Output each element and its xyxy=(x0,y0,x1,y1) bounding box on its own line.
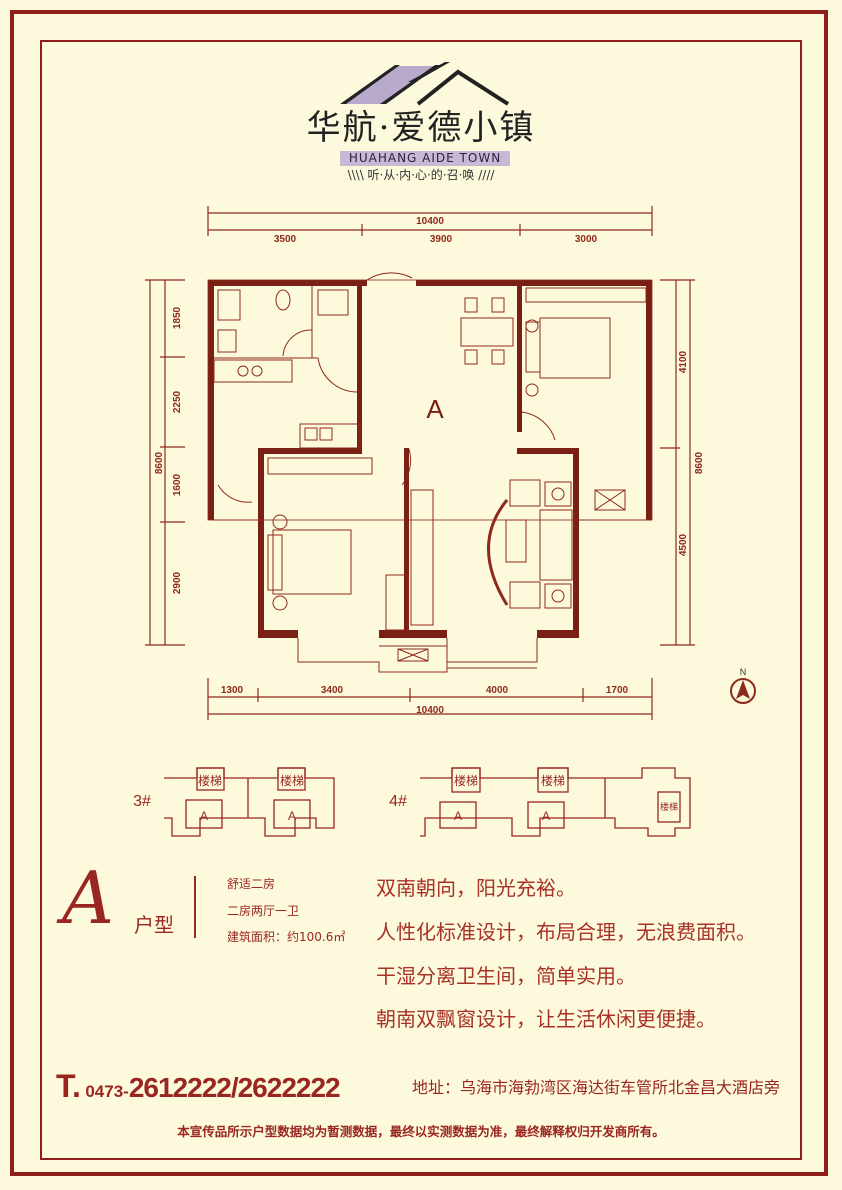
key-plans: 3# 楼梯 楼梯 A A 4# 楼梯 楼梯 楼梯 A A xyxy=(133,767,691,837)
key-stair-label: 楼梯 xyxy=(660,801,678,812)
walls xyxy=(208,280,652,638)
logo-name-en: HUAHANG AIDE TOWN xyxy=(340,151,510,166)
dim-bottom-1: 1300 xyxy=(221,685,244,696)
logo-roof-icon xyxy=(340,62,510,106)
north-label: N xyxy=(740,667,747,677)
feature-item: 双南朝向，阳光充裕。 xyxy=(376,876,576,900)
disclaimer: 本宣传品所示户型数据均为暂测数据，最终以实测数据为准，最终解释权归开发商所有。 xyxy=(177,1124,665,1139)
phone-area-code: 0473- xyxy=(85,1082,129,1101)
dim-top-1: 3500 xyxy=(274,234,297,245)
feature-item: 人性化标准设计，布局合理，无浪费面积。 xyxy=(376,920,756,944)
dim-left-4: 2900 xyxy=(172,571,183,594)
spec-item: 舒适二房 xyxy=(227,877,276,891)
key-stair-label: 楼梯 xyxy=(454,773,478,788)
logo-name-cn: 华航·爱德小镇 xyxy=(306,108,536,148)
dim-bottom-3: 4000 xyxy=(486,685,509,696)
key-unit-label: A xyxy=(542,809,550,823)
dim-bottom-4: 1700 xyxy=(606,685,629,696)
dim-top-2: 3900 xyxy=(430,234,453,245)
building-3-label: 3# xyxy=(133,793,151,810)
dim-top-total: 10400 xyxy=(416,216,444,227)
dim-left-total: 8600 xyxy=(154,451,165,474)
north-arrow-icon: N xyxy=(730,667,756,704)
floor-plan: 10400 3500 3900 3000 1300 3400 4000 1700… xyxy=(145,206,756,720)
dim-bottom-2: 3400 xyxy=(321,685,344,696)
key-unit-label: A xyxy=(200,809,208,823)
inner-border xyxy=(40,40,802,1160)
phone-line: T. 0473-2612222/2622222 xyxy=(56,1068,341,1111)
key-stair-label: 楼梯 xyxy=(198,773,222,788)
unit-label-A: A xyxy=(426,394,444,424)
unit-type-suffix: 户型 xyxy=(134,913,174,937)
spec-item: 二房两厅一卫 xyxy=(227,904,300,918)
dim-right-total: 8600 xyxy=(694,451,705,474)
spec-item: 建筑面积：约100.6㎡ xyxy=(227,930,346,944)
key-stair-label: 楼梯 xyxy=(541,773,565,788)
feature-item: 干湿分离卫生间，简单实用。 xyxy=(376,964,636,988)
dim-left-1: 1850 xyxy=(172,306,183,329)
dim-right-1: 4100 xyxy=(678,350,689,373)
phone-prefix: T. xyxy=(56,1068,81,1104)
dim-left-3: 1600 xyxy=(172,473,183,496)
phone-numbers: 2612222/2622222 xyxy=(128,1072,341,1103)
divider xyxy=(194,876,196,938)
dimension-lines xyxy=(145,206,695,720)
dim-right-2: 4500 xyxy=(678,533,689,556)
key-unit-label: A xyxy=(454,809,462,823)
key-stair-label: 楼梯 xyxy=(280,773,304,788)
dim-top-3: 3000 xyxy=(575,234,598,245)
dim-bottom-total: 10400 xyxy=(416,705,444,716)
key-unit-label: A xyxy=(288,809,296,823)
building-4-label: 4# xyxy=(389,793,407,810)
address: 地址：乌海市海勃湾区海达街车管所北金昌大酒店旁 xyxy=(412,1078,781,1097)
dim-left-2: 2250 xyxy=(172,390,183,413)
outer-border xyxy=(10,10,828,1176)
logo-slogan: \\\\ 听·从·内·心·的·召·唤 //// xyxy=(347,168,495,182)
unit-type-letter: A xyxy=(62,856,114,940)
feature-item: 朝南双飘窗设计，让生活休闲更便捷。 xyxy=(376,1007,716,1031)
